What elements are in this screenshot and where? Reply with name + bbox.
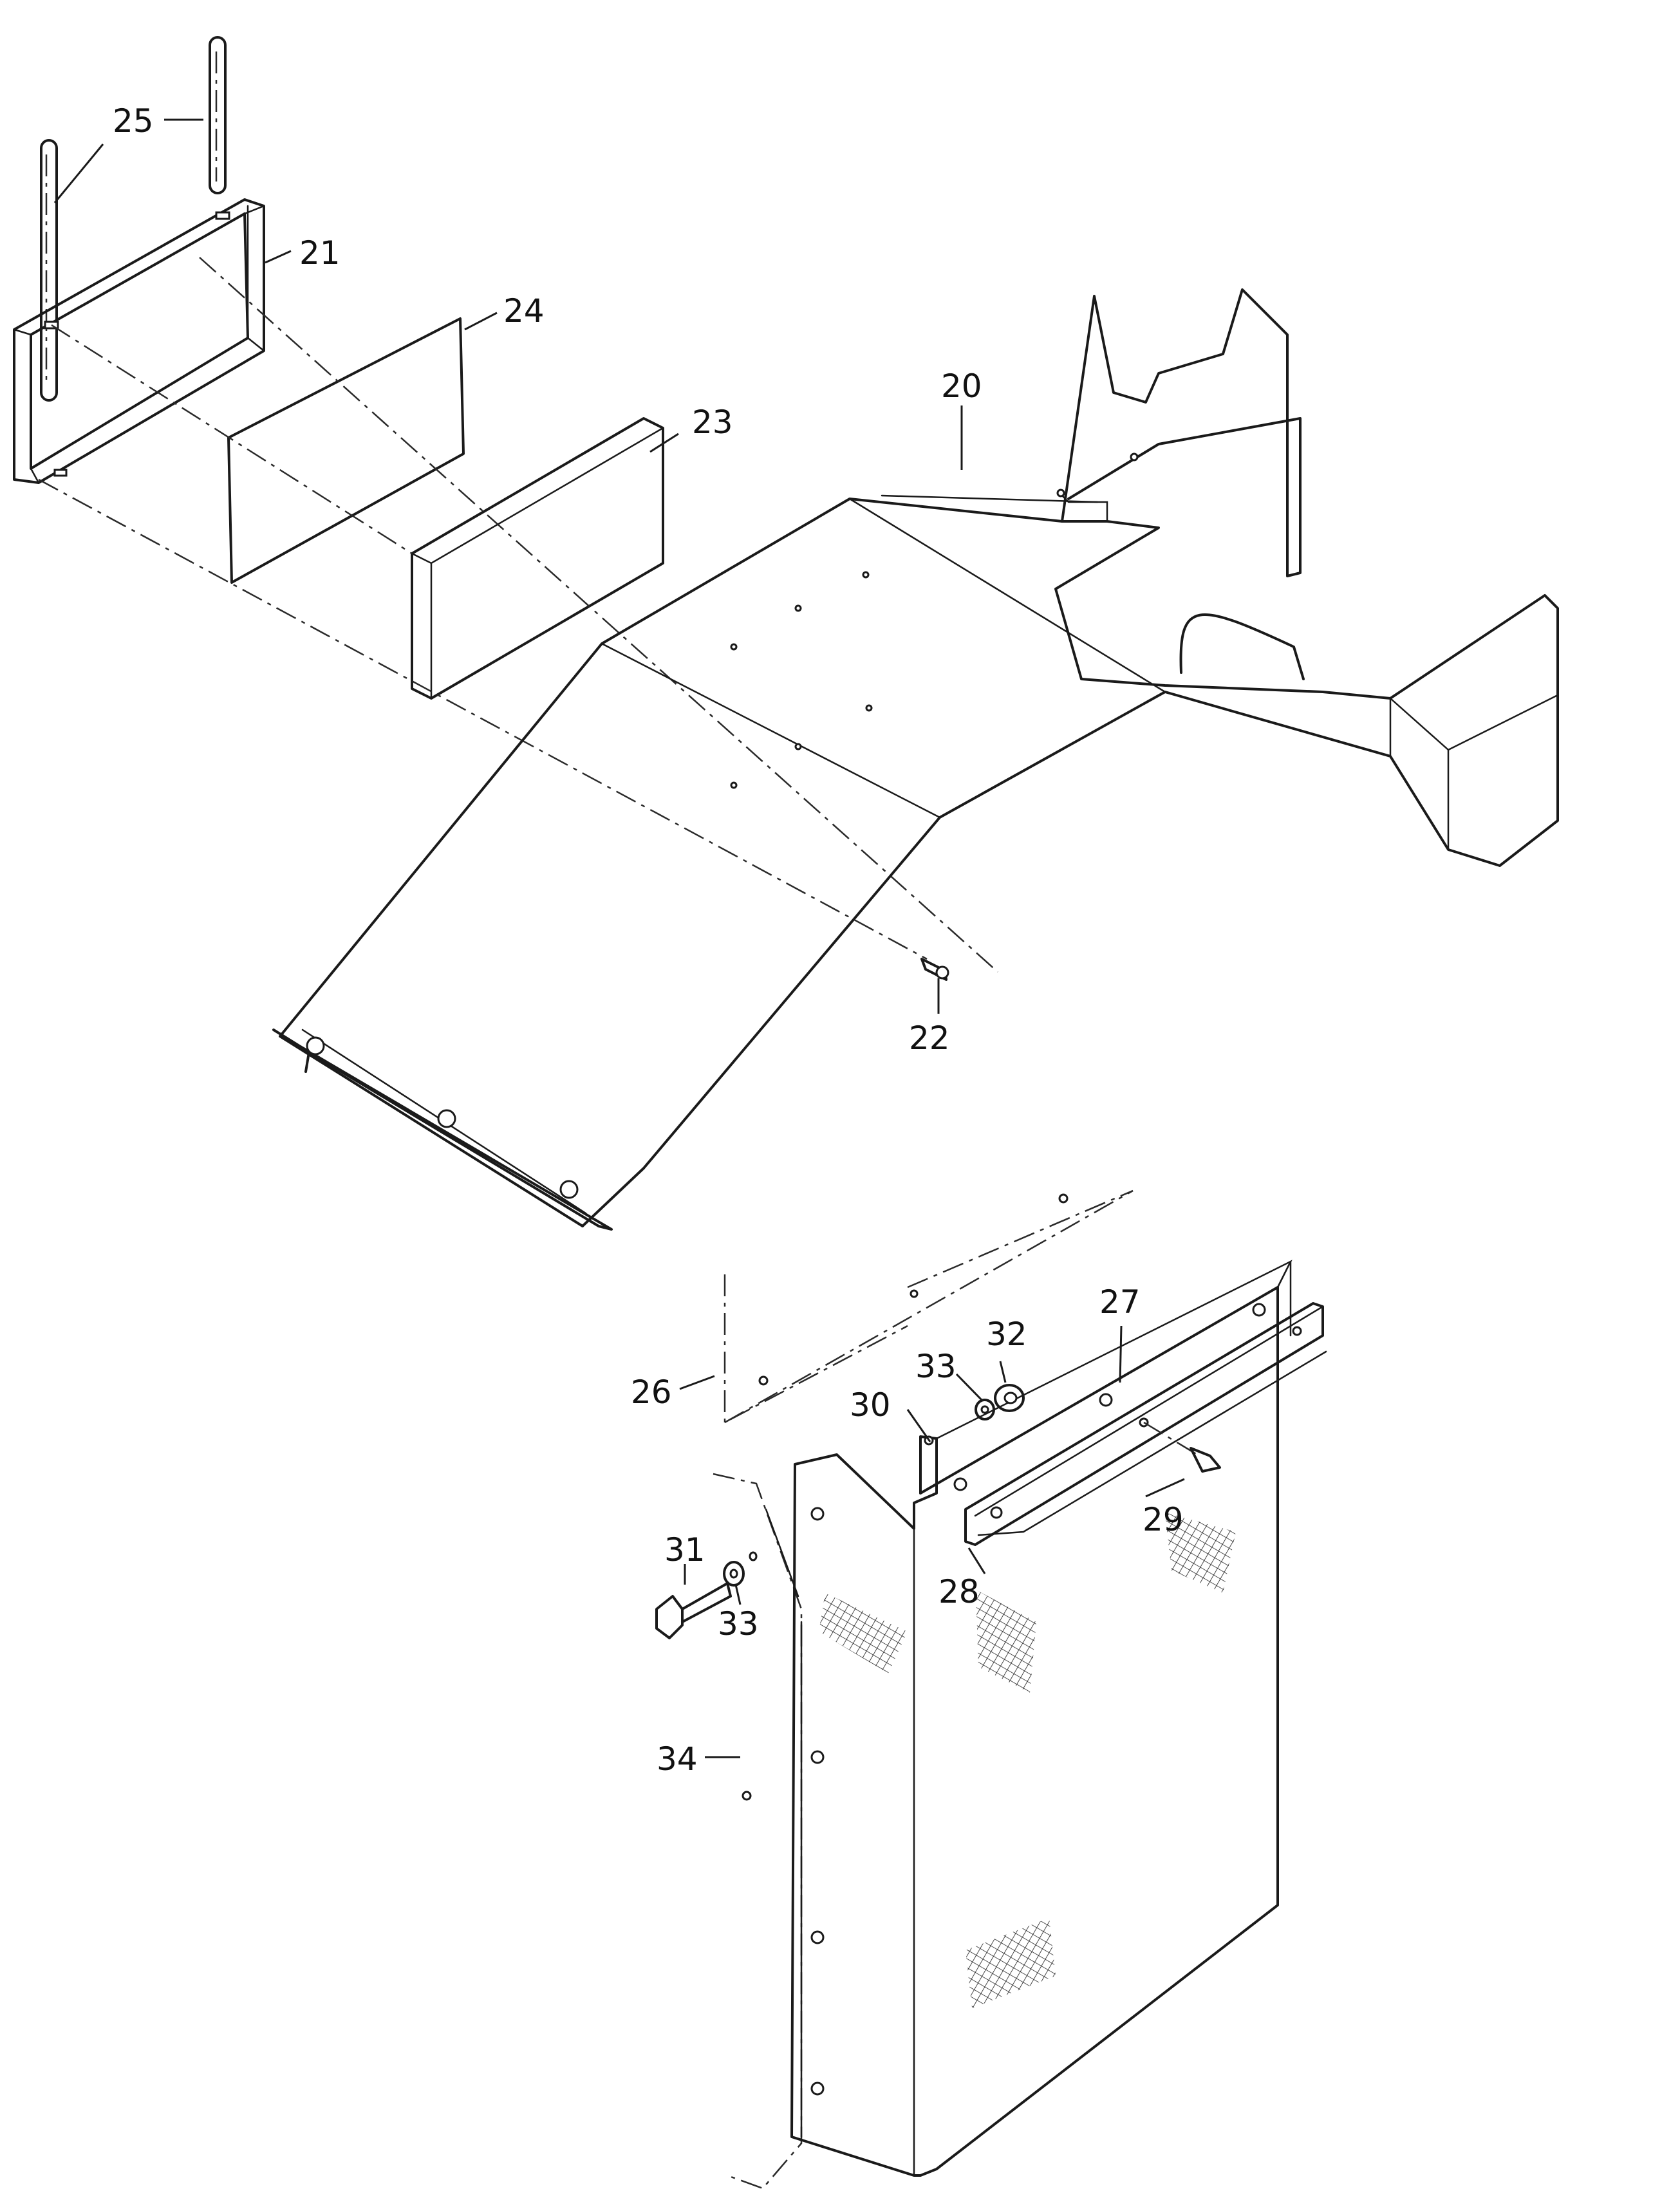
washer-33-lower <box>723 1551 758 1587</box>
callout-32: 32 <box>986 1316 1027 1353</box>
washer-33-upper <box>975 1399 995 1421</box>
hood-shroud <box>272 288 1559 1231</box>
callout-labels: 25 21 24 23 20 22 26 27 28 29 30 31 32 3… <box>113 102 1184 1778</box>
callout-21: 21 <box>299 234 341 272</box>
callout-30: 30 <box>850 1386 891 1424</box>
screw-29 <box>1143 1421 1221 1473</box>
bolt-31 <box>655 1582 732 1639</box>
callout-33-lower: 33 <box>718 1605 759 1643</box>
filter-pad <box>411 417 664 700</box>
callout-31: 31 <box>664 1531 705 1569</box>
callout-34: 34 <box>657 1740 698 1778</box>
side-cover-panel <box>790 1286 1279 2177</box>
callout-23: 23 <box>692 404 733 441</box>
callout-24: 24 <box>503 292 545 330</box>
adjacent-panel <box>723 1189 1134 1424</box>
callout-leaders <box>53 118 1185 1758</box>
callout-22: 22 <box>909 1020 950 1057</box>
grille-frame <box>13 198 265 484</box>
upper-bracket <box>919 1260 1293 1495</box>
trim-strip <box>964 1302 1327 1546</box>
nut-32 <box>994 1384 1025 1412</box>
callout-29: 29 <box>1143 1501 1184 1538</box>
callout-28: 28 <box>938 1573 980 1610</box>
alignment-lines <box>38 257 998 973</box>
callout-26: 26 <box>631 1374 672 1411</box>
mesh-screen <box>227 317 465 584</box>
screw-22 <box>920 958 949 981</box>
callout-25: 25 <box>113 102 154 140</box>
handle-strap-left <box>40 139 58 402</box>
callout-20: 20 <box>941 368 982 405</box>
handle-strap-right <box>209 36 227 194</box>
callout-27: 27 <box>1099 1283 1141 1321</box>
callout-33-upper: 33 <box>915 1348 957 1385</box>
